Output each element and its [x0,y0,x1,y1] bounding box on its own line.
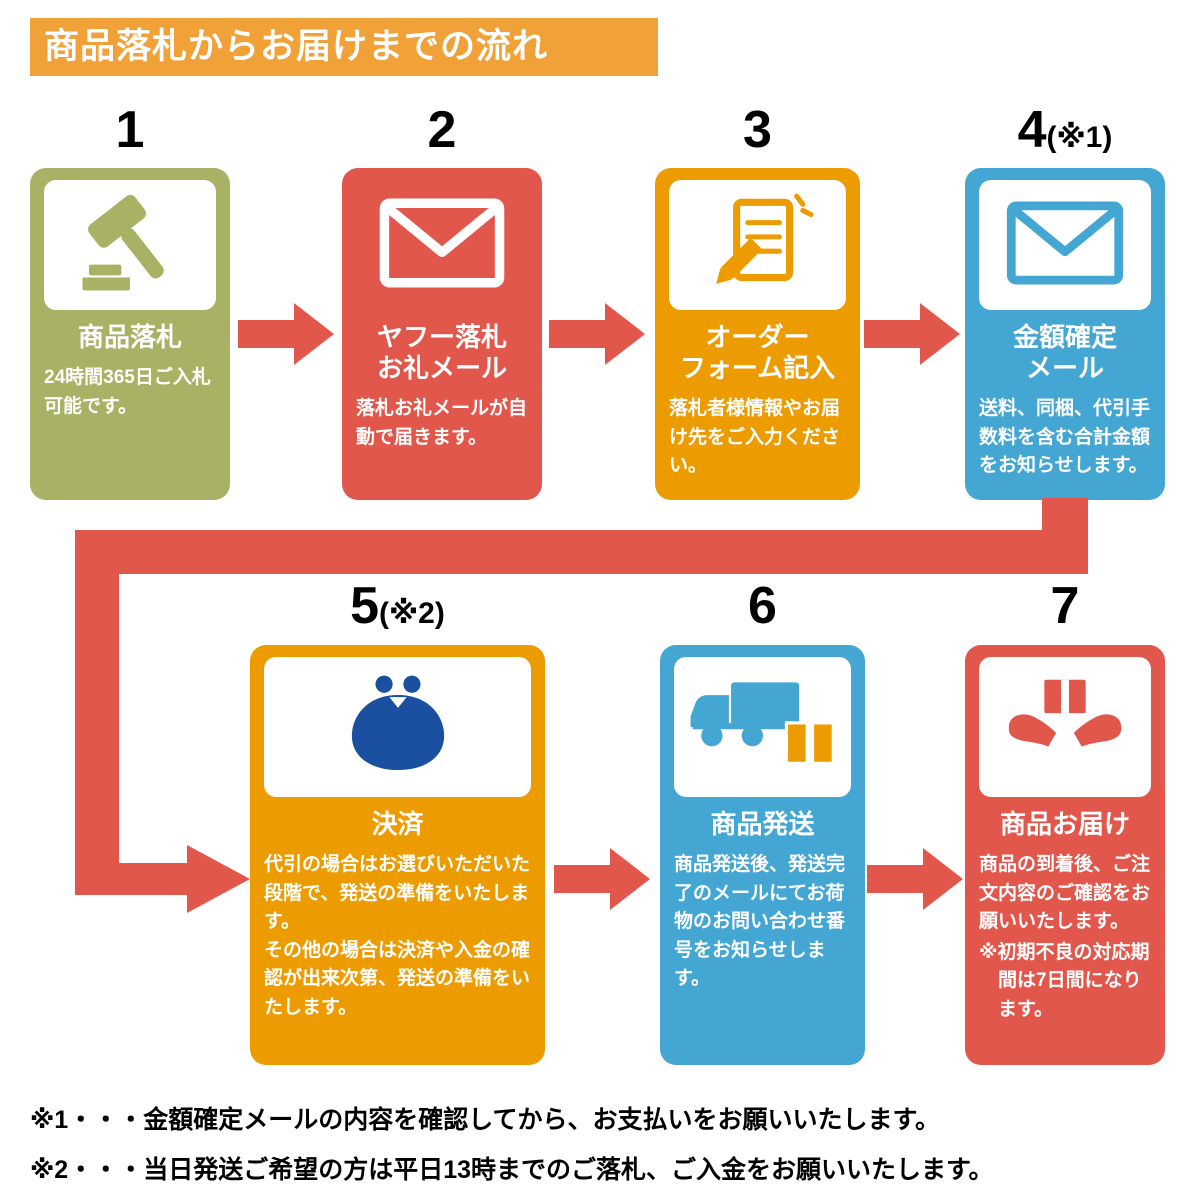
footnote-2: ※2・・・当日発送ご希望の方は平日13時までのご落札、ご入金をお願いいたします。 [30,1156,994,1184]
flow-arrow-right-icon [864,303,960,365]
step-card-order-form: オーダー フォーム記入 落札者様情報やお届け先をご入力ください。 [655,168,860,500]
step-body: 送料、同梱、代引手数料を含む合計金額をお知らせします。 [979,398,1151,477]
order-form-pencil-icon [702,192,814,299]
icon-panel [979,180,1151,310]
gavel-icon [76,189,184,302]
step-number-2: 2 [427,101,457,159]
flow-arrow-right-icon [549,303,645,365]
step-number-note: (※1) [1046,121,1113,154]
icon-panel [674,657,851,797]
flow-arrow-right-icon [238,303,334,365]
step-card-payment: 決済 代引の場合はお選びいただいた段階で、発送の準備をいたします。 その他の場合… [250,645,545,1065]
icon-panel [669,180,846,310]
step-number-1: 1 [115,101,145,159]
step-body: 落札者様情報やお届け先をご入力ください。 [669,398,841,477]
step-title: 決済 [371,809,424,839]
step-title: 商品発送 [710,809,815,839]
flow-arrow-right-icon [867,848,963,910]
delivery-truck-icon [688,676,838,779]
step-number-note: (※2) [379,597,445,630]
step-body: 落札お礼メールが自動で届きます。 [356,398,528,448]
connector-arrow-right-icon [95,845,250,913]
icon-panel [44,180,216,310]
step-number-5: 5(※2) [350,577,445,635]
step-number-6: 6 [748,577,777,635]
page-title-banner: 商品落札からお届けまでの流れ [30,18,658,76]
icon-panel [356,180,528,310]
icon-panel [979,657,1151,797]
coin-purse-icon [339,671,457,784]
step-note: ※初期不良の対応期間は7日間になります。 [979,941,1150,1020]
step-number-7: 7 [1050,577,1080,635]
step-card-thankyou-mail: ヤフー落札 お礼メール 落札お礼メールが自動で届きます。 [342,168,542,500]
connector-horizontal [75,530,1088,574]
step-card-shipping: 商品発送 商品発送後、発送完了のメールにてお荷物のお問い合わせ番号をお知らせしま… [660,645,865,1065]
step-title: 商品お届け [999,809,1130,839]
step-number-3: 3 [743,101,772,159]
connector-vertical-left [75,530,119,895]
step-body: 代引の場合はお選びいただいた段階で、発送の準備をいたします。 その他の場合は決済… [264,854,531,1018]
mail-icon [1006,200,1124,290]
icon-panel [264,657,531,797]
mail-icon [379,198,505,293]
flow-arrow-right-icon [554,848,650,910]
step-number-4: 4(※1) [1017,101,1113,159]
page-title: 商品落札からお届けまでの流れ [44,27,549,66]
step-card-auction-win: 商品落札 24時間365日ご入札可能です。 [30,168,230,500]
step-body: 商品の到着後、ご注文内容のご確認をお願いいたします。 [979,854,1151,933]
step-title: ヤフー落札 お礼メール [376,322,507,384]
step-card-price-mail: 金額確定 メール 送料、同梱、代引手数料を含む合計金額をお知らせします。 [965,168,1165,500]
step-card-delivery: 商品お届け 商品の到着後、ご注文内容のご確認をお願いいたします。 ※初期不良の対… [965,645,1165,1065]
step-title: 金額確定 メール [1012,322,1117,384]
hands-package-icon [1001,675,1129,780]
step-title: 商品落札 [77,322,182,352]
step-title: オーダー フォーム記入 [679,322,836,384]
footnote-1: ※1・・・金額確定メールの内容を確認してから、お支払いをお願いいたします。 [30,1106,940,1134]
step-body: 商品発送後、発送完了のメールにてお荷物のお問い合わせ番号をお知らせします。 [674,854,846,990]
step-body: 24時間365日ご入札可能です。 [44,367,211,417]
